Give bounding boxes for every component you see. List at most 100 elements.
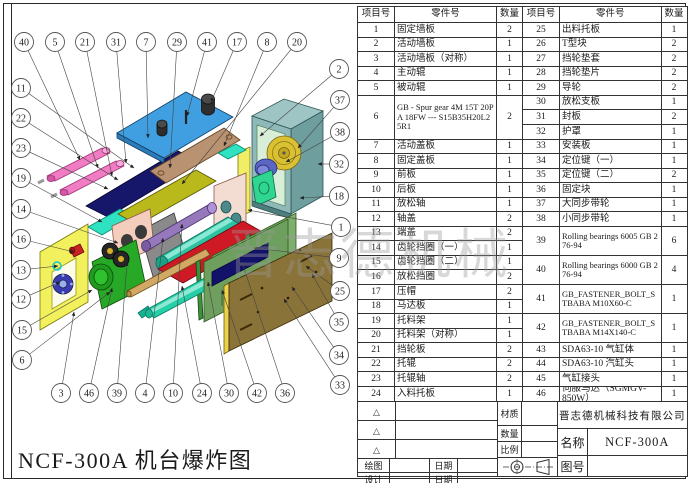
cell-part-name: Rolling bearings 6000 GB 276-94 — [560, 255, 662, 285]
cell-qty: 4 — [671, 264, 677, 275]
svg-text:39: 39 — [112, 388, 122, 399]
material-value — [522, 402, 557, 425]
cell-part-name: 固定墙板 — [395, 23, 497, 37]
cell-qty: 1 — [507, 170, 512, 181]
balloon-24: 24 — [180, 285, 212, 403]
cell-qty: 1 — [671, 97, 677, 108]
cell-item-no: 1 — [358, 23, 395, 37]
svg-text:38: 38 — [335, 127, 345, 138]
cell-item-no: 36 — [523, 183, 560, 197]
cell-qty: 1 — [671, 141, 677, 152]
date-label: 日期 — [430, 473, 458, 483]
revision-triangle-icon — [373, 421, 380, 439]
cell-item-no: 12 — [358, 212, 395, 226]
cell-qty: 1 — [671, 24, 677, 35]
cell-item-no: 45 — [523, 372, 560, 386]
cell-part-name: 放松挡圈 — [395, 270, 497, 285]
cell-qty: 1 — [671, 388, 677, 399]
cell-qty: 1 — [507, 184, 512, 195]
cell-item-no: 33 — [523, 139, 560, 154]
cell-qty: 1 — [671, 213, 677, 224]
svg-text:2: 2 — [337, 64, 342, 75]
cell-part-name: 前板 — [395, 168, 497, 183]
balloon-7: 7 — [136, 32, 156, 139]
balloon-25: 25 — [305, 265, 350, 301]
part-movable-wall-plate-mirror — [39, 223, 89, 331]
cell-item-no: 29 — [523, 81, 560, 95]
svg-text:40: 40 — [19, 37, 29, 48]
balloon-39: 39 — [107, 261, 129, 403]
svg-text:29: 29 — [172, 37, 182, 48]
title-block-specs: 材质 数量 比例 — [498, 402, 558, 476]
cell-qty: 2 — [507, 111, 512, 122]
cell-item-no: 37 — [523, 197, 560, 212]
cell-qty: 1 — [671, 344, 677, 355]
draw-label: 绘图 — [358, 459, 390, 472]
cell-part-name: 活动盖板 — [395, 139, 497, 154]
svg-text:22: 22 — [16, 113, 26, 124]
table-header: 项目号 零件号 数量 — [358, 7, 522, 24]
date-value — [458, 459, 497, 472]
svg-text:12: 12 — [16, 294, 26, 305]
cell-qty: 2 — [671, 170, 677, 181]
svg-text:9: 9 — [337, 253, 342, 264]
cell-item-no: 23 — [358, 372, 395, 386]
cell-item-no: 44 — [523, 357, 560, 372]
cell-item-no: 32 — [523, 125, 560, 139]
cell-part-name: GB_FASTENER_BOLT_STBABA M10X60-C — [560, 285, 662, 314]
part-mounting-plate — [223, 232, 333, 355]
cell-item-no: 42 — [523, 314, 560, 343]
svg-text:6: 6 — [20, 355, 25, 366]
draw-value — [390, 459, 430, 472]
table-header: 项目号 零件号 数量 — [523, 7, 687, 24]
cell-item-no: 46 — [523, 386, 560, 402]
col-item-no: 项目号 — [358, 7, 395, 23]
cell-item-no: 30 — [523, 95, 560, 110]
cell-part-name: 护罩 — [560, 125, 662, 139]
cell-item-no: 5 — [358, 81, 395, 95]
drawing-title: NCF-300A 机台爆炸图 — [18, 448, 253, 473]
cell-qty: 2 — [507, 373, 512, 384]
balloon-32: 32 — [317, 154, 349, 174]
date-value — [458, 473, 497, 483]
cell-qty: 2 — [671, 82, 677, 93]
cell-part-name: 放松支板 — [560, 95, 662, 110]
revision-triangle-icon — [373, 440, 380, 458]
balloon-12: 12 — [11, 281, 61, 309]
balloon-9: 9 — [253, 246, 349, 268]
svg-text:34: 34 — [334, 350, 344, 361]
cell-part-name: 定位键（二） — [560, 168, 662, 183]
cell-item-no: 13 — [358, 226, 395, 241]
col-part-no: 零件号 — [560, 7, 662, 23]
cell-item-no: 22 — [358, 357, 395, 372]
qty-value — [522, 426, 557, 441]
balloon-30: 30 — [206, 281, 239, 403]
cell-part-name: 齿轮挡圈（一） — [395, 241, 497, 255]
balloon-37: 37 — [297, 90, 350, 149]
balloon-1: 1 — [247, 208, 351, 237]
part-drive-roller — [155, 216, 242, 271]
part-movable-cover-plate — [116, 91, 234, 164]
drawing-no-label: 图号 — [558, 456, 588, 476]
cell-item-no: 38 — [523, 212, 560, 226]
cell-qty: 1 — [507, 141, 512, 152]
balloon-17: 17 — [210, 32, 247, 103]
